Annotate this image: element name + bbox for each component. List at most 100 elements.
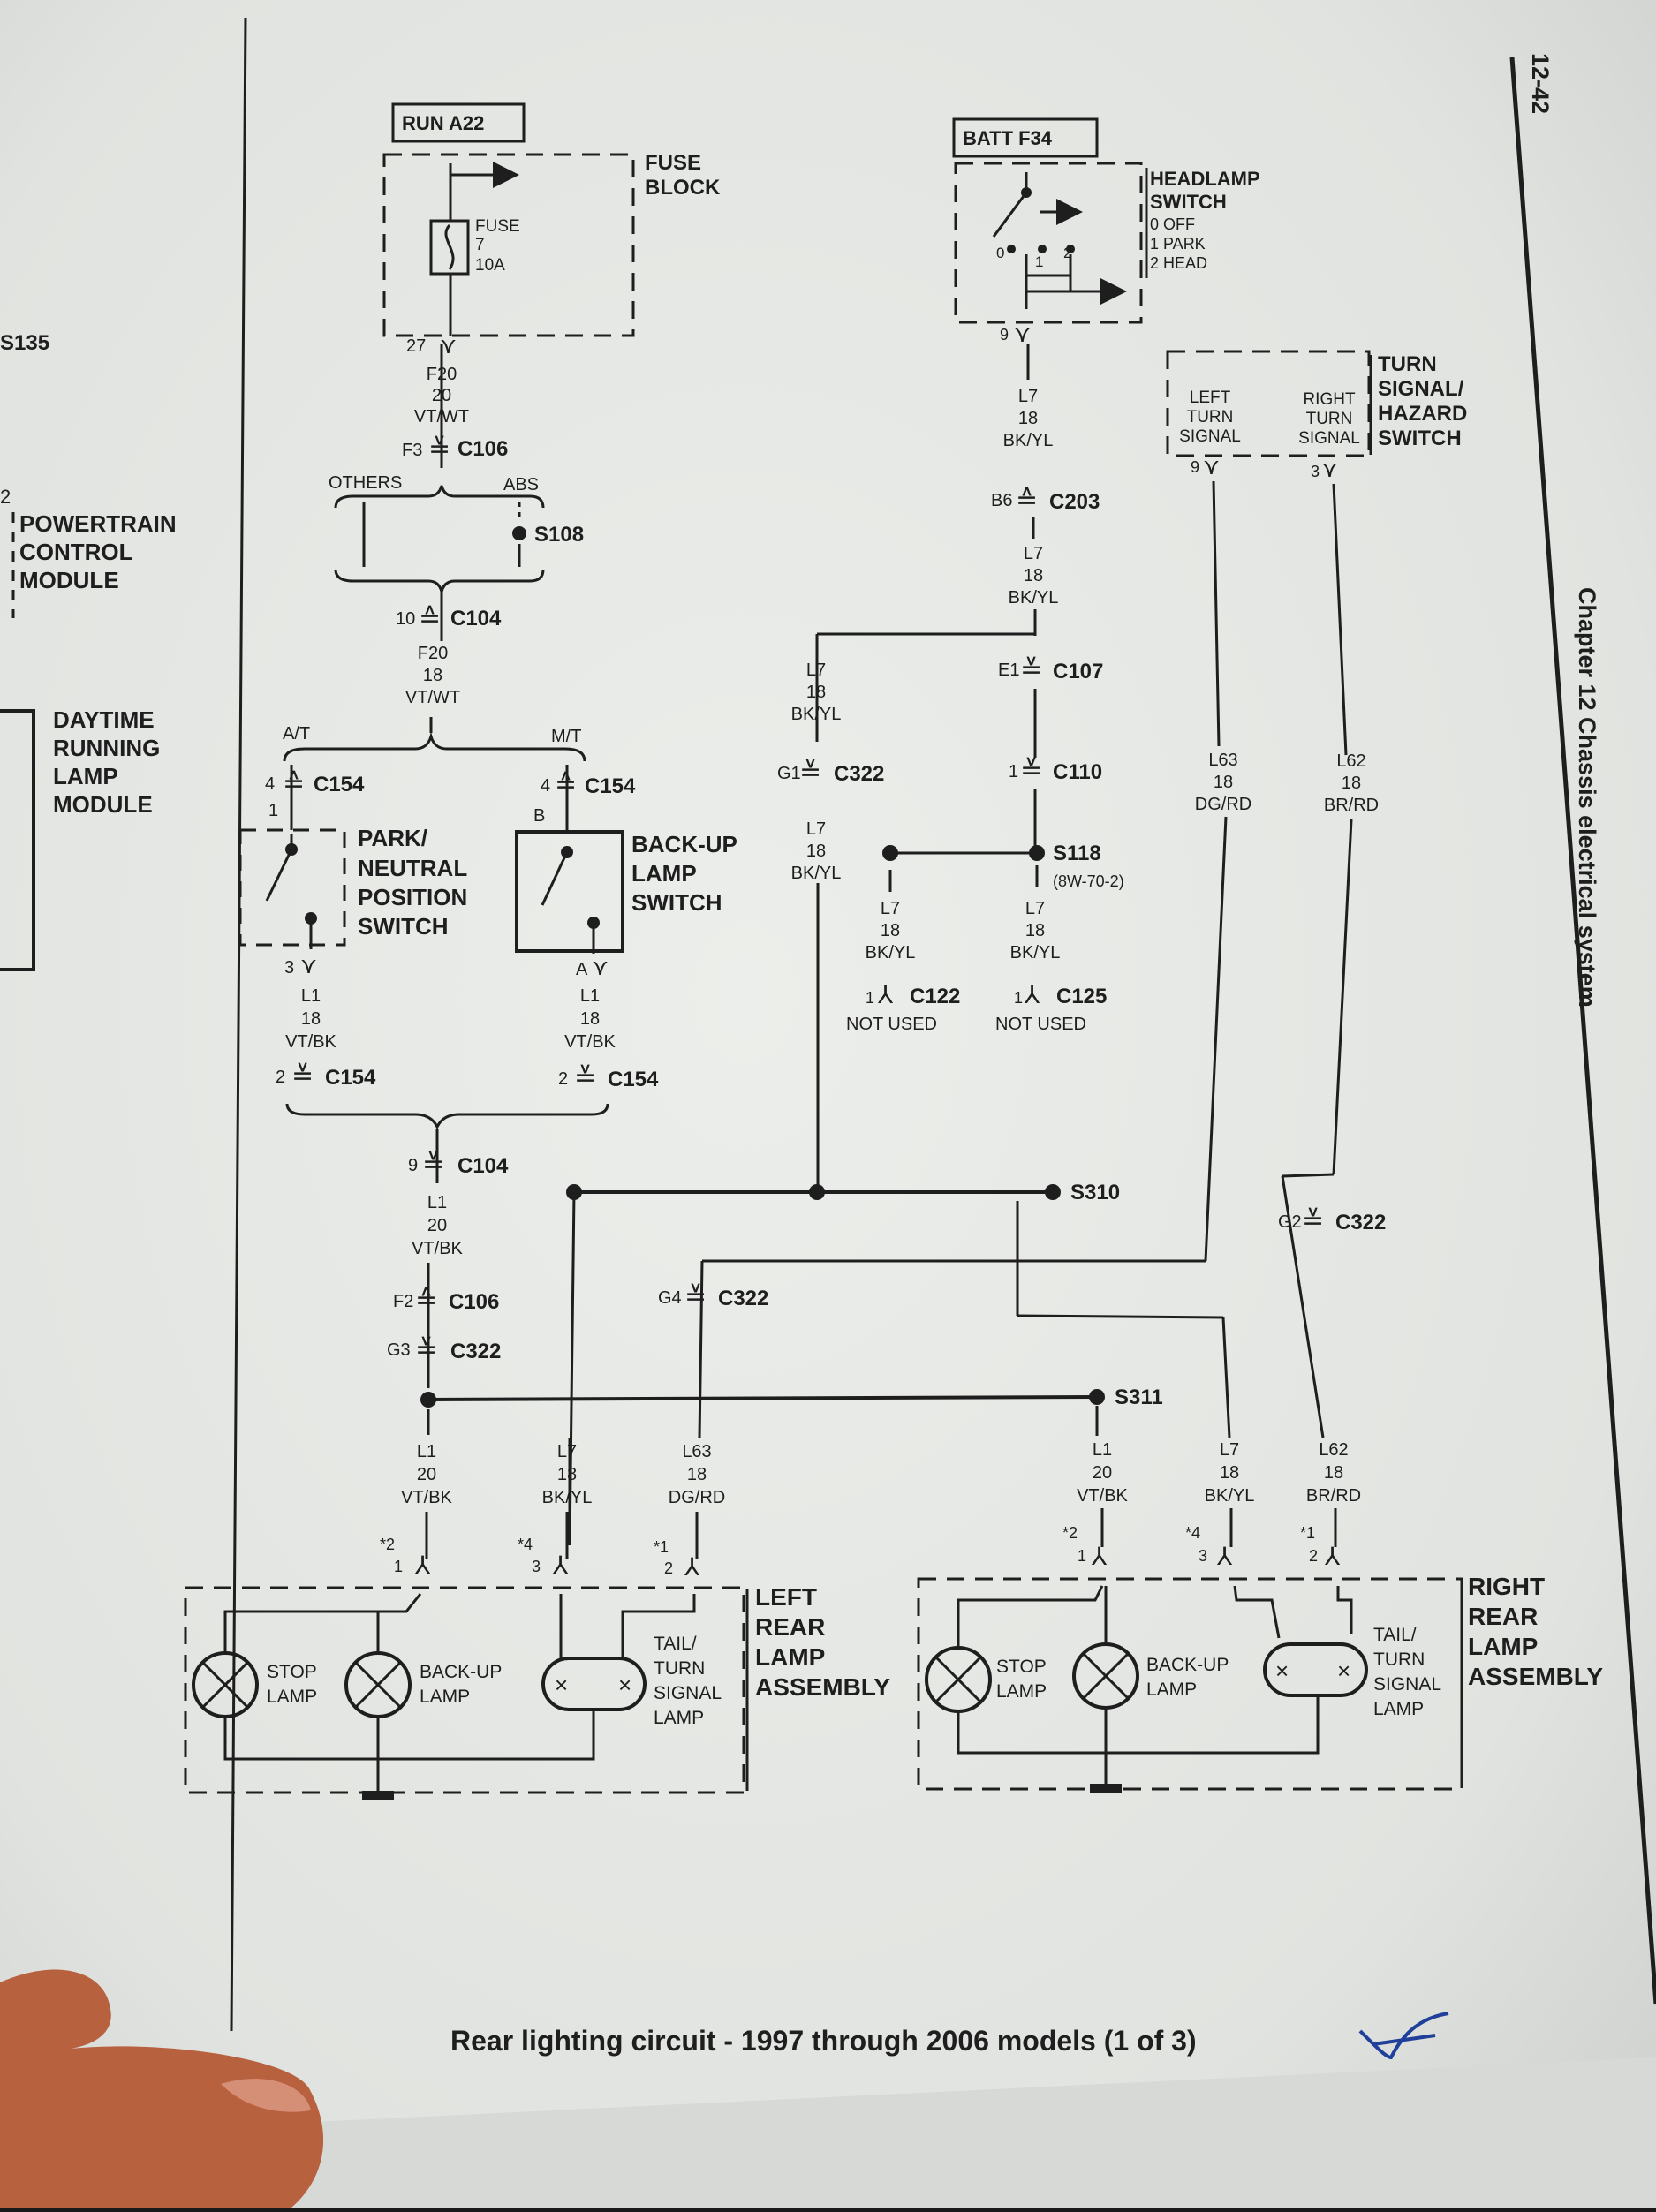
svg-text:L7: L7 — [1024, 544, 1043, 563]
pnp-c154b-icon: ≚ — [291, 1061, 314, 1091]
c104-connector-icon: ≙ — [419, 604, 441, 633]
svg-text:SIGNAL: SIGNAL — [654, 1683, 722, 1703]
c106-connector-icon: ≚ — [428, 434, 450, 464]
left-tail-lamp-label: TAIL/ TURN SIGNAL LAMP — [654, 1634, 722, 1728]
svg-text:RIGHT: RIGHT — [1303, 390, 1356, 409]
pnp-c154-icon: ≙ — [283, 769, 305, 798]
svg-text:FUSE: FUSE — [645, 151, 701, 175]
svg-text:18: 18 — [301, 1009, 321, 1029]
svg-text:*1: *1 — [1300, 1524, 1315, 1542]
svg-text:BK/YL: BK/YL — [1009, 588, 1059, 608]
svg-text:1: 1 — [1035, 253, 1043, 270]
svg-text:L7: L7 — [806, 819, 826, 839]
left-rear-wire-l1: L1 20 VT/BK — [401, 1442, 452, 1507]
svg-text:20: 20 — [427, 1216, 447, 1235]
svg-text:L7: L7 — [806, 661, 826, 680]
svg-text:18: 18 — [580, 1009, 600, 1029]
svg-text:L63: L63 — [682, 1442, 711, 1461]
right-rear-lamp-assembly-box — [917, 1577, 1463, 1791]
backup-switch-box — [515, 830, 624, 953]
svg-text:LEFT: LEFT — [755, 1583, 817, 1611]
svg-text:ASSEMBLY: ASSEMBLY — [755, 1673, 890, 1701]
svg-text:L7: L7 — [1018, 387, 1038, 406]
svg-text:SIGNAL/: SIGNAL/ — [1378, 377, 1464, 401]
svg-text:⅄: ⅄ — [1216, 1543, 1233, 1570]
left-turn-signal-label: LEFT TURN SIGNAL — [1179, 389, 1241, 446]
svg-text:SIGNAL: SIGNAL — [1298, 429, 1360, 448]
page-number: 12-42 — [1527, 53, 1554, 114]
svg-text:*2: *2 — [1062, 1524, 1078, 1542]
svg-text:BK/YL: BK/YL — [1010, 943, 1061, 963]
svg-text:L62: L62 — [1319, 1440, 1348, 1460]
wire-c125-label: L7 18 BK/YL — [1010, 899, 1061, 963]
svg-text:18: 18 — [1324, 1463, 1343, 1483]
svg-text:STOP: STOP — [267, 1662, 317, 1682]
s311-splice — [1089, 1389, 1105, 1405]
svg-text:TURN: TURN — [1187, 408, 1234, 427]
c122-note: NOT USED — [846, 1015, 937, 1034]
drl-box-edge — [0, 709, 35, 971]
svg-text:18: 18 — [1220, 1463, 1239, 1483]
c104-bottom-brace — [285, 1103, 609, 1130]
svg-text:BK/YL: BK/YL — [791, 864, 842, 883]
c322-g1-icon: ≚ — [799, 758, 821, 787]
svg-text:LAMP: LAMP — [755, 1643, 825, 1671]
c203-icon: ≙ — [1016, 486, 1038, 515]
svg-text:BK/YL: BK/YL — [791, 705, 842, 724]
headlamp-contacts: 0 1 2 — [996, 245, 1071, 270]
c104-pin-10: 10 — [396, 609, 415, 629]
run-a22-box — [391, 102, 526, 143]
c110-pin-1: 1 — [1009, 762, 1018, 781]
right-rear-wire-l62: L62 18 BR/RD — [1306, 1440, 1361, 1506]
right-tail-lamp-label: TAIL/ TURN SIGNAL LAMP — [1373, 1625, 1441, 1719]
right-ground — [1090, 1784, 1122, 1793]
c122-icon: ⅄ — [877, 981, 894, 1008]
svg-text:0 OFF: 0 OFF — [1150, 215, 1195, 233]
svg-text:18: 18 — [806, 683, 826, 702]
left-rear-wire-l63: L63 18 DG/RD — [669, 1442, 725, 1507]
svg-text:⋎: ⋎ — [1014, 321, 1031, 347]
svg-text:⅄: ⅄ — [1324, 1543, 1341, 1570]
turn-left-pin-9: 9 — [1191, 458, 1199, 476]
svg-text:7: 7 — [475, 236, 485, 254]
backup-c154b-label: C154 — [608, 1068, 659, 1091]
svg-text:L1: L1 — [417, 1442, 436, 1461]
pnp-label: PARK/ NEUTRAL POSITION SWITCH — [358, 825, 467, 940]
pen-checkmark — [1358, 2012, 1449, 2060]
svg-text:CONTROL: CONTROL — [19, 539, 133, 565]
c106-label: C106 — [457, 437, 508, 461]
backup-c154-pin: 4 — [541, 776, 550, 796]
s118-label: S118 — [1053, 842, 1101, 865]
turn-right-pin-3: 3 — [1311, 463, 1320, 480]
c322-g1-label: C322 — [834, 762, 884, 786]
svg-text:BACK-UP: BACK-UP — [1146, 1655, 1229, 1675]
c322-pin-g2: G2 — [1278, 1212, 1302, 1232]
svg-text:L7: L7 — [881, 899, 900, 918]
fingernail — [221, 2079, 311, 2112]
svg-text:1: 1 — [1078, 1547, 1086, 1565]
at-label: A/T — [283, 724, 310, 744]
svg-text:18: 18 — [1018, 409, 1038, 428]
headlamp-pin-9: 9 — [1000, 326, 1009, 344]
c322-pin-g3: G3 — [387, 1340, 411, 1360]
svg-text:TAIL/: TAIL/ — [1373, 1625, 1417, 1645]
svg-text:LAMP: LAMP — [53, 763, 118, 789]
finger — [0, 1969, 324, 2208]
c107-label: C107 — [1053, 660, 1103, 683]
svg-text:VT/BK: VT/BK — [285, 1032, 336, 1052]
backup-pin-b: B — [533, 806, 545, 826]
svg-text:REAR: REAR — [1468, 1603, 1538, 1630]
c106-pin-f2: F2 — [393, 1292, 413, 1311]
svg-text:18: 18 — [1024, 566, 1043, 585]
svg-text:L1: L1 — [427, 1193, 447, 1212]
svg-text:18: 18 — [1342, 774, 1361, 793]
c110-icon: ≚ — [1020, 756, 1042, 785]
svg-text:VT/BK: VT/BK — [564, 1032, 616, 1052]
backup-pin-a: A — [576, 960, 588, 979]
mt-label: M/T — [551, 727, 581, 746]
c322-g4-icon: ≚ — [684, 1282, 707, 1311]
svg-text:SWITCH: SWITCH — [1150, 191, 1227, 213]
right-margin-line — [1509, 57, 1656, 2005]
svg-text:VT/BK: VT/BK — [412, 1239, 463, 1258]
